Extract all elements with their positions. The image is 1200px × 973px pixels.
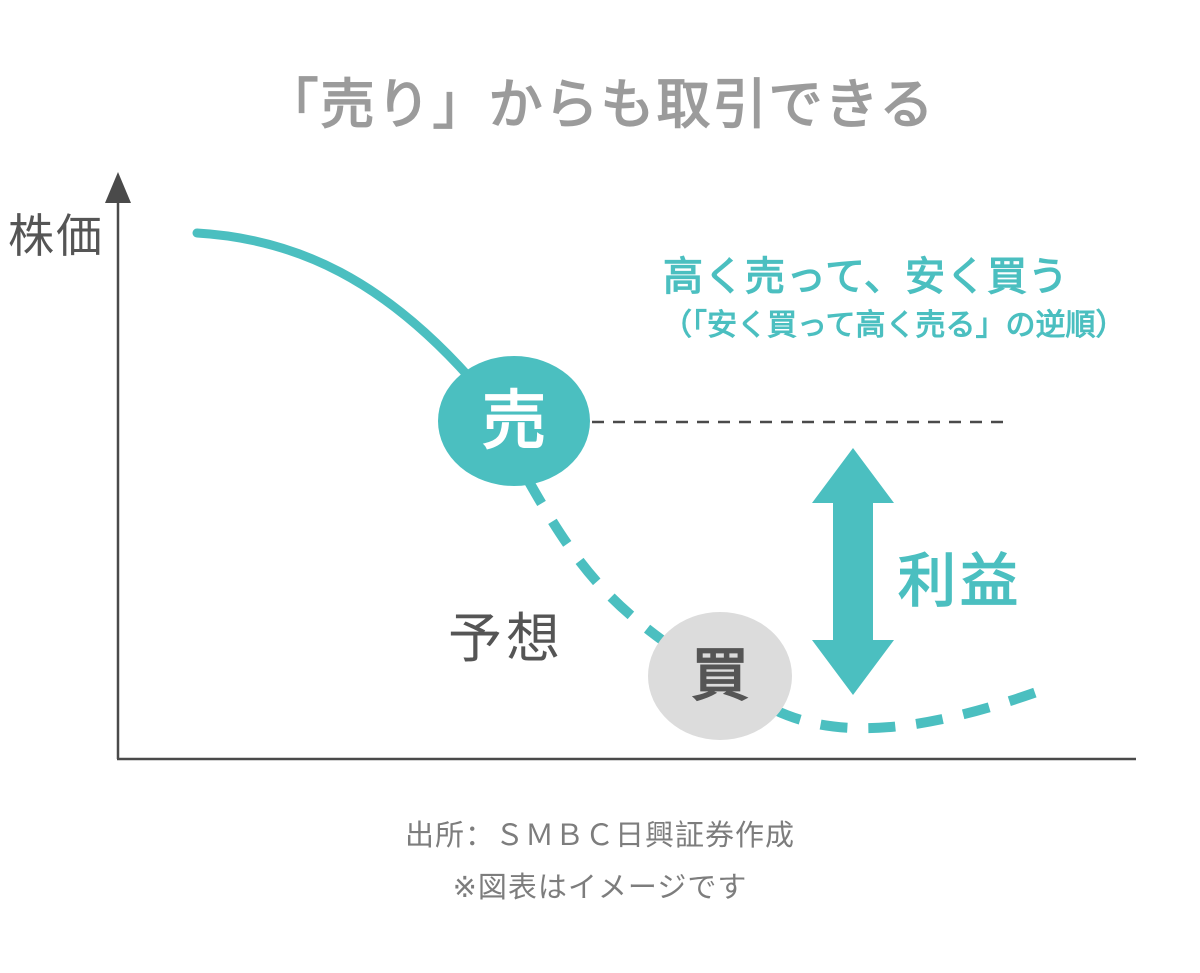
y-axis-arrowhead-icon [105,172,131,203]
buy-point-marker: 買 [648,612,792,740]
disclaimer-note: ※図表はイメージです [452,872,748,904]
price-curve-solid [192,228,475,383]
forecast-curve-left [523,477,665,645]
profit-double-arrow-icon [812,448,894,695]
source-note: 出所：ＳＭＢＣ日興証券作成 [404,820,795,852]
y-axis-label: 株価 [8,210,104,262]
sell-point-label: 売 [482,385,546,457]
forecast-curve-right [772,683,1050,734]
strategy-subheadline: （「安く買って高く売る」の逆順） [662,309,1126,342]
sell-point-marker: 売 [438,356,590,486]
forecast-label: 予想 [448,609,564,669]
strategy-headline: 高く売って、安く買う [663,255,1069,299]
profit-label: 利益 [898,549,1023,614]
page-title: 「売り」からも取引できる [264,75,936,135]
buy-point-label: 買 [690,643,749,708]
